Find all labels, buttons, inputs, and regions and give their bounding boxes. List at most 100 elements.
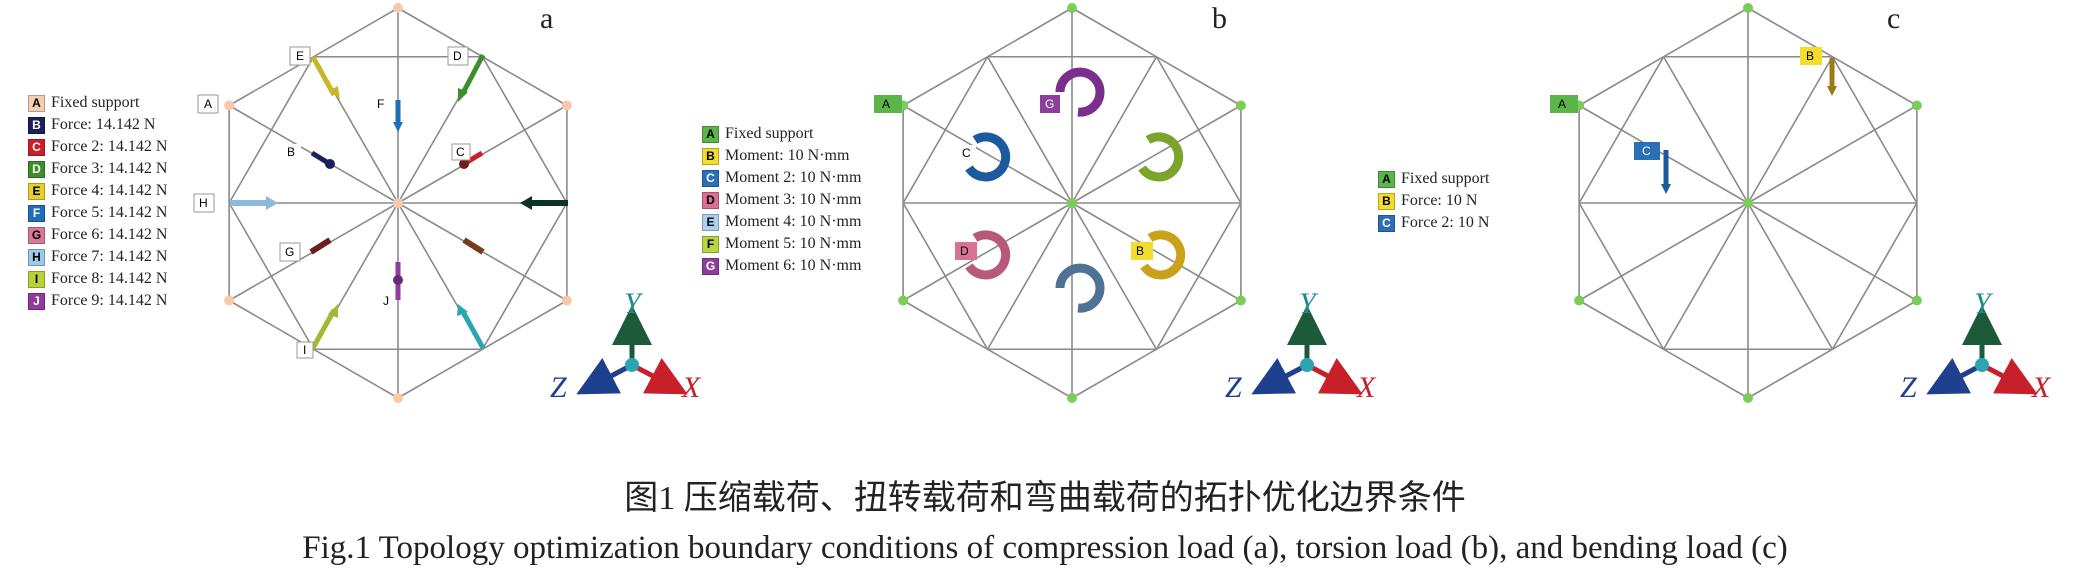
legend-label: Fixed support: [51, 94, 140, 111]
label-a-E: E: [296, 49, 304, 63]
figure-caption-chinese: 图1 压缩载荷、扭转载荷和弯曲载荷的拓扑优化边界条件: [624, 480, 1466, 517]
legend-item-g: G Force 6: 14.142 N: [28, 224, 167, 246]
label-a-I: I: [303, 343, 306, 357]
legend-label: Force 4: 14.142 N: [51, 182, 168, 199]
x-axis-arrow: [630, 357, 688, 395]
legend-swatch: E: [28, 182, 45, 200]
legend-swatch: D: [702, 191, 719, 209]
legend-item-a: A Fixed support: [28, 92, 167, 114]
mesh-node: [1911, 100, 1922, 111]
mesh-edge: [902, 202, 989, 350]
label-b-G: G: [1045, 97, 1054, 111]
legend-swatch: C: [1378, 214, 1395, 232]
label-a-J: J: [383, 294, 389, 308]
moment-b-arrow: [1140, 230, 1186, 280]
z-axis-arrow: [1926, 357, 1984, 395]
label-a-C: C: [456, 145, 465, 159]
legend-swatch: A: [28, 94, 45, 112]
panel-c-forces: [1661, 58, 1837, 194]
panel-c-mesh: [1574, 3, 1922, 403]
legend-swatch: G: [28, 226, 45, 244]
legend-label: Moment 5: 10 N·mm: [725, 235, 862, 252]
mesh-edge: [1155, 202, 1242, 350]
legend-swatch: I: [28, 270, 45, 288]
mesh-node: [1235, 100, 1246, 111]
force-c-head: [459, 159, 469, 169]
label-a-H: H: [199, 196, 208, 210]
axis-origin: [1975, 358, 1989, 372]
force-cyan-arrowhead: [457, 304, 468, 316]
label-b-A: A: [882, 97, 890, 111]
legend-label: Moment 2: 10 N·mm: [725, 169, 862, 186]
force-right-arrowhead: [520, 196, 532, 210]
mesh-node: [561, 295, 572, 306]
label-c-A: A: [1558, 97, 1566, 111]
force-cyan-arrow: [459, 308, 486, 350]
y-axis-label: Y: [1974, 287, 1994, 320]
mesh-node: [393, 393, 403, 403]
moment-e-arrow: [1055, 263, 1105, 313]
legend-swatch: F: [702, 235, 719, 253]
moment-g-arrow: [1055, 67, 1105, 117]
mesh-node: [561, 100, 572, 111]
legend-item-f: F Moment 5: 10 N·mm: [702, 233, 861, 255]
panel-b-mesh: [898, 3, 1246, 403]
y-axis-label: Y: [1299, 287, 1319, 320]
z-axis-arrow: [576, 357, 634, 395]
axis-triad-c: YXZ: [1900, 287, 2052, 404]
panel-b-point-labels: A G C D B: [874, 95, 1153, 260]
panel-a-point-labels: A E D F B C H G J I: [193, 46, 471, 359]
force-e-arrow: [310, 55, 337, 97]
mesh-edge: [902, 56, 989, 204]
legend-swatch: A: [1378, 170, 1395, 188]
z-axis-label: Z: [1900, 371, 1917, 404]
legend-label: Fixed support: [725, 125, 814, 142]
z-axis-label: Z: [550, 371, 567, 404]
x-axis-label: X: [1356, 371, 1377, 404]
mesh-node: [1743, 198, 1753, 208]
mesh-edge: [1747, 104, 1918, 204]
mesh-edge: [1578, 202, 1665, 350]
moment-c-arrow: [965, 132, 1011, 182]
mesh-edge: [1071, 104, 1242, 204]
legend-label: Moment 6: 10 N·mm: [725, 257, 862, 274]
legend-label: Force 2: 14.142 N: [51, 138, 168, 155]
label-a-A: A: [204, 97, 212, 111]
legend-swatch: B: [1378, 192, 1395, 210]
legend-label: Force 7: 14.142 N: [51, 248, 168, 265]
axis-origin: [1300, 358, 1314, 372]
mesh-edge: [228, 202, 315, 350]
mesh-node: [393, 3, 403, 13]
mesh-edge: [1831, 56, 1918, 204]
x-axis-arrow: [1980, 357, 2038, 395]
label-b-C: C: [962, 146, 971, 160]
force-i-arrowhead: [328, 304, 338, 318]
mesh-edge: [481, 56, 568, 204]
panel-a-letter: a: [540, 2, 554, 35]
figure-caption-english: Fig.1 Topology optimization boundary con…: [302, 530, 1788, 566]
legend-label: Moment 4: 10 N·mm: [725, 213, 862, 230]
label-c-C: C: [1642, 144, 1651, 158]
legend-swatch: D: [28, 160, 45, 178]
mesh-edge: [1578, 56, 1665, 204]
mesh-node: [1911, 295, 1922, 306]
legend-label: Force 6: 14.142 N: [51, 226, 168, 243]
legend-swatch: E: [702, 213, 719, 231]
mesh-node: [1235, 295, 1246, 306]
label-b-B: B: [1136, 244, 1144, 258]
force-i-arrow: [310, 308, 337, 350]
force-f-arrowhead: [393, 122, 403, 132]
force-c-c-arrowhead: [1661, 184, 1671, 194]
